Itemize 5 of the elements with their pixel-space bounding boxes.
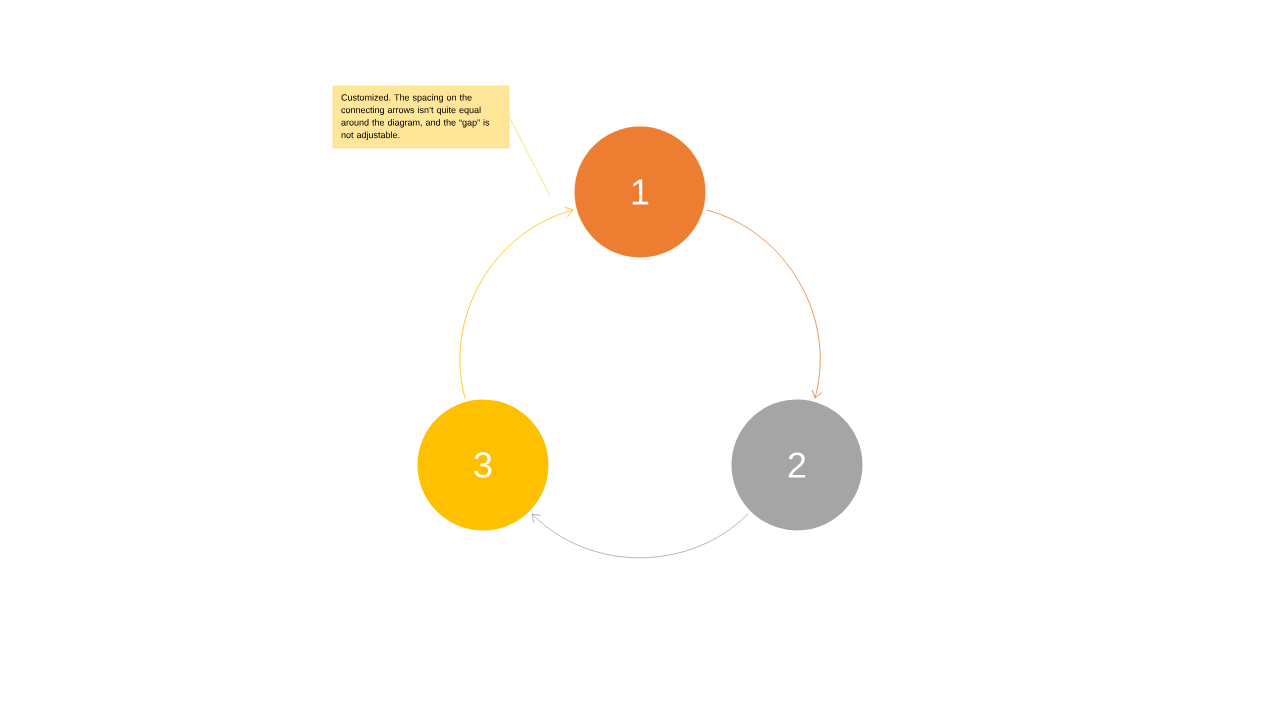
curved-arrow (459, 206, 574, 400)
note-box: Customized. The spacing on the connecting arrows isn’t quite equal around the diagram, and the “gap” is not adjustable. (332, 85, 510, 149)
curved-arrow (705, 209, 823, 399)
curved-arrow (531, 513, 749, 559)
leader-line (508, 116, 551, 197)
